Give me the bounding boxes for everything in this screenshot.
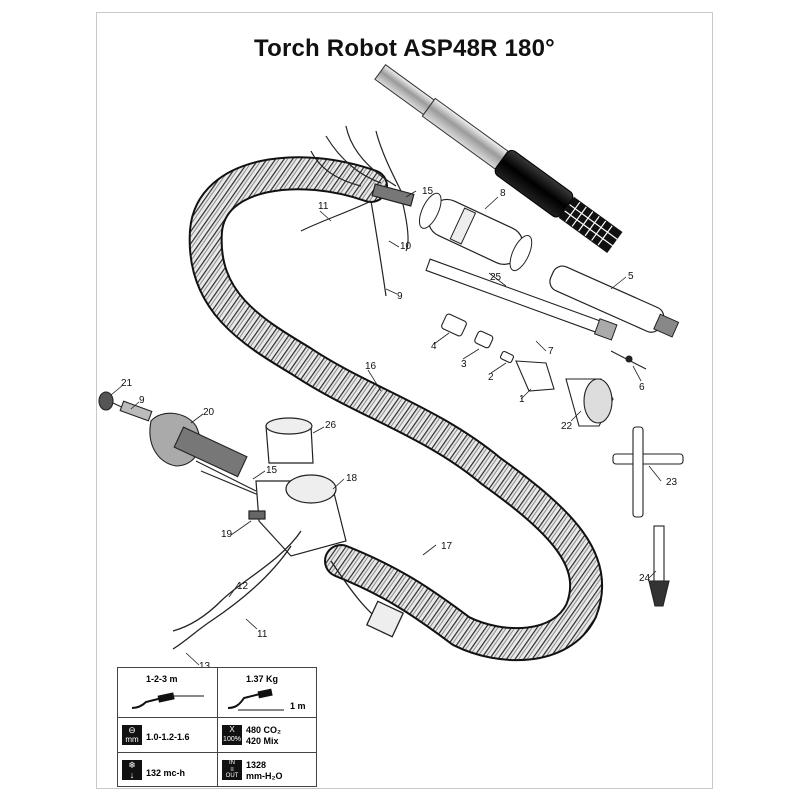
callout-11: 11 bbox=[318, 201, 329, 212]
part-8-sleeve bbox=[418, 192, 533, 272]
wire-unit-label: mm bbox=[125, 735, 139, 744]
callout-labels: 15 8 11 10 25 5 9 4 3 7 2 1 6 16 22 21 9… bbox=[121, 186, 678, 672]
duty-cycle-label: 100% bbox=[223, 736, 241, 743]
callout-5: 5 bbox=[628, 271, 634, 282]
callout-9: 9 bbox=[397, 291, 403, 302]
coiled-hose-assembly bbox=[188, 156, 604, 662]
callout-19: 19 bbox=[221, 529, 233, 540]
callout-25: 25 bbox=[490, 272, 502, 283]
callout-7: 7 bbox=[548, 346, 554, 357]
spec-divider-h2 bbox=[118, 752, 316, 753]
spec-weight-length: 1 m bbox=[290, 701, 306, 711]
torch-length-icon bbox=[131, 692, 204, 709]
callout-22: 22 bbox=[561, 421, 573, 432]
callout-21: 21 bbox=[121, 378, 133, 389]
part-23-tool bbox=[612, 426, 684, 518]
spec-pressure-value: 1328 bbox=[246, 760, 267, 770]
rear-connector bbox=[98, 391, 262, 497]
callout-26: 26 bbox=[325, 420, 337, 431]
callout-18: 18 bbox=[346, 473, 358, 484]
callout-23: 23 bbox=[666, 477, 678, 488]
wire-spool-icon: ⊖ mm bbox=[122, 725, 142, 745]
torch-neck bbox=[374, 64, 623, 253]
exploded-parts-diagram: 15 8 11 10 25 5 9 4 3 7 2 1 6 16 22 21 9… bbox=[98, 64, 684, 672]
coolant-out-label: OUT bbox=[225, 773, 239, 779]
callout-12: 12 bbox=[237, 581, 249, 592]
spec-weight: 1.37 Kg bbox=[246, 674, 279, 684]
callout-13: 13 bbox=[199, 661, 211, 672]
callout-15: 15 bbox=[422, 186, 434, 197]
callout-15b: 15 bbox=[266, 465, 278, 476]
duty-x-label: X bbox=[229, 725, 235, 734]
spec-pressure-unit: mm-H₂O bbox=[246, 771, 283, 781]
page-title: Torch Robot ASP48R 180° bbox=[254, 35, 555, 62]
leader-lines bbox=[110, 190, 662, 666]
coolant-pressure-icon: IN ≡ OUT bbox=[222, 760, 242, 780]
callout-3: 3 bbox=[461, 359, 467, 370]
top-cables bbox=[300, 125, 415, 297]
drawing-frame: Torch Robot ASP48R 180° bbox=[96, 12, 713, 789]
callout-1: 1 bbox=[519, 394, 525, 405]
part-7-liner bbox=[425, 258, 618, 341]
part-5-neck-body bbox=[549, 265, 680, 338]
callout-6: 6 bbox=[639, 382, 645, 393]
coolant-in-label: IN bbox=[229, 760, 235, 766]
spec-cable-length: 1-2-3 m bbox=[146, 674, 178, 684]
spec-current-mix: 420 Mix bbox=[246, 736, 279, 746]
central-manifold bbox=[248, 417, 347, 557]
spec-coolant-flow: 132 mc-h bbox=[146, 768, 186, 778]
duty-cycle-icon: X 100% bbox=[222, 725, 242, 745]
callout-16: 16 bbox=[365, 361, 377, 372]
bottom-hoses bbox=[172, 530, 405, 650]
callout-2: 2 bbox=[488, 372, 494, 383]
spec-divider-h1 bbox=[118, 717, 316, 718]
spec-divider-vertical bbox=[217, 668, 218, 786]
callout-4: 4 bbox=[431, 341, 437, 352]
part-24-reamer bbox=[648, 525, 670, 607]
weight-per-length-icon bbox=[227, 688, 284, 711]
spec-current-co2: 480 CO₂ bbox=[246, 725, 282, 735]
spec-wire-diameters: 1.0-1.2-1.6 bbox=[146, 732, 190, 742]
spec-table: 1-2-3 m 1.37 Kg 1 m ⊖ mm 1.0-1.2-1.6 X 1… bbox=[117, 667, 317, 787]
coolant-flow-icon: ❄ ↓ bbox=[122, 760, 142, 780]
callout-9b: 9 bbox=[139, 395, 145, 406]
callout-8: 8 bbox=[500, 188, 506, 199]
callout-20: 20 bbox=[203, 407, 215, 418]
callout-10: 10 bbox=[400, 241, 412, 252]
callout-17: 17 bbox=[441, 541, 453, 552]
callout-24: 24 bbox=[639, 573, 651, 584]
nozzle-parts bbox=[441, 313, 647, 427]
callout-11b: 11 bbox=[257, 629, 268, 640]
